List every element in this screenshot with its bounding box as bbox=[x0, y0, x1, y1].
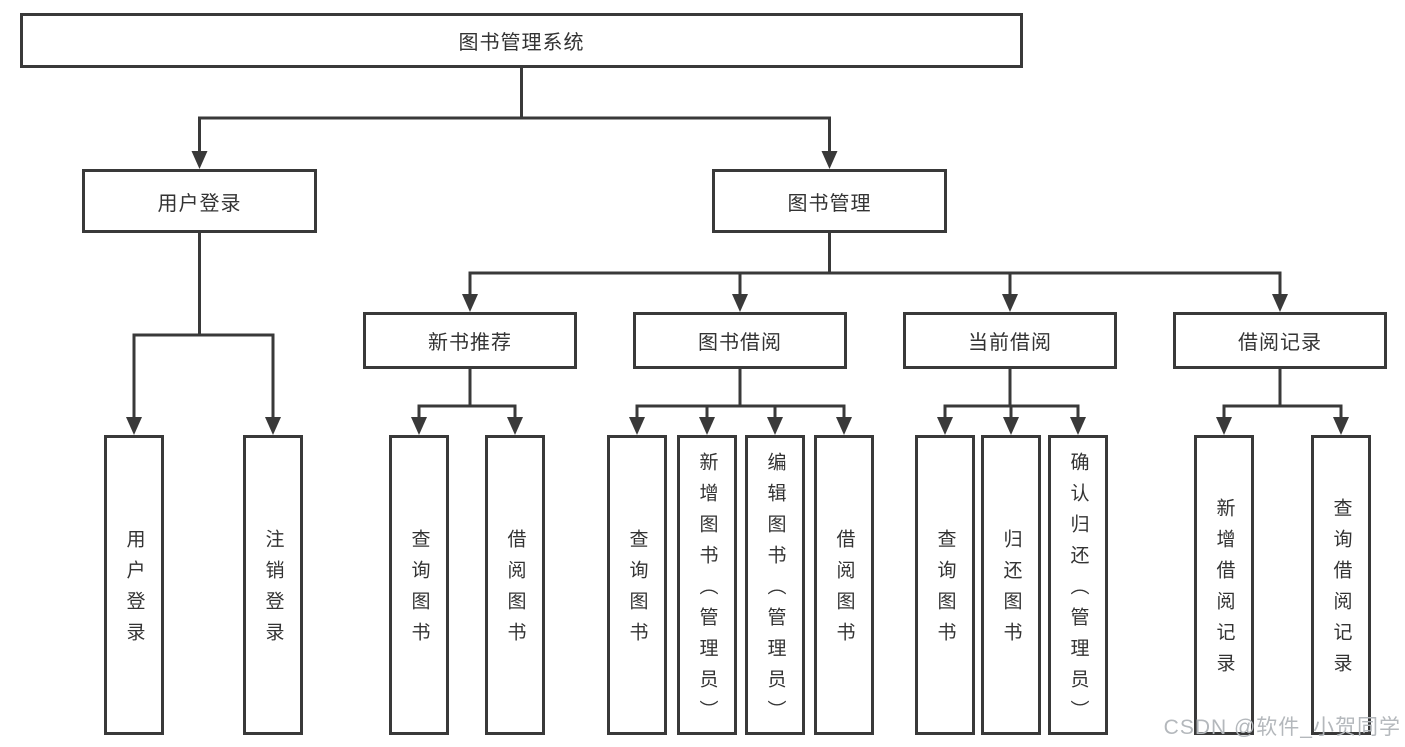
arrow-down-icon bbox=[1333, 417, 1349, 435]
arrow-down-icon bbox=[411, 417, 427, 435]
node-borrow-records: 借阅记录 bbox=[1173, 312, 1387, 369]
node-user-login: 用户登录 bbox=[82, 169, 317, 233]
leaf-borrow-borrow-books-label: 借阅图书 bbox=[833, 529, 855, 653]
leaf-user-login: 用户登录 bbox=[104, 435, 164, 735]
leaf-logout-label: 注销登录 bbox=[262, 529, 284, 653]
arrow-down-icon bbox=[191, 151, 208, 169]
arrow-down-icon bbox=[1003, 417, 1019, 435]
connector-borrow bbox=[629, 369, 852, 435]
node-root-label: 图书管理系统 bbox=[458, 32, 585, 54]
leaf-current-return-books: 归还图书 bbox=[981, 435, 1041, 735]
node-root: 图书管理系统 bbox=[20, 13, 1023, 68]
leaf-borrow-add-books-admin-label: 新增图书（管理员） bbox=[696, 451, 718, 731]
leaf-borrow-query-books-label: 查询图书 bbox=[626, 529, 648, 653]
leaf-borrow-borrow-books: 借阅图书 bbox=[814, 435, 874, 735]
leaf-current-query-books-label: 查询图书 bbox=[934, 529, 956, 653]
node-borrow-records-label: 借阅记录 bbox=[1238, 332, 1322, 354]
node-new-book-recommend-label: 新书推荐 bbox=[428, 332, 512, 354]
arrow-down-icon bbox=[732, 294, 748, 312]
arrow-down-icon bbox=[836, 417, 852, 435]
arrow-down-icon bbox=[937, 417, 953, 435]
node-book-management-label: 图书管理 bbox=[787, 192, 872, 215]
arrow-down-icon bbox=[821, 151, 838, 169]
leaf-recommend-borrow-books: 借阅图书 bbox=[485, 435, 545, 735]
leaf-records-add-record-label: 新增借阅记录 bbox=[1213, 498, 1235, 684]
leaf-current-query-books: 查询图书 bbox=[915, 435, 975, 735]
connector-current bbox=[937, 369, 1086, 435]
connector-management bbox=[462, 233, 1288, 312]
node-current-borrow: 当前借阅 bbox=[903, 312, 1117, 369]
connector-records bbox=[1216, 369, 1349, 435]
node-book-management: 图书管理 bbox=[712, 169, 947, 233]
csdn-watermark: CSDN @软件_小贺同学 bbox=[1163, 716, 1401, 739]
leaf-records-add-record: 新增借阅记录 bbox=[1194, 435, 1254, 735]
leaf-borrow-query-books: 查询图书 bbox=[607, 435, 667, 735]
leaf-records-query-record-label: 查询借阅记录 bbox=[1330, 498, 1352, 684]
node-new-book-recommend: 新书推荐 bbox=[363, 312, 577, 369]
leaf-logout: 注销登录 bbox=[243, 435, 303, 735]
leaf-current-confirm-return-admin: 确认归还（管理员） bbox=[1048, 435, 1108, 735]
arrow-down-icon bbox=[629, 417, 645, 435]
leaf-user-login-label: 用户登录 bbox=[123, 529, 145, 653]
leaf-records-query-record: 查询借阅记录 bbox=[1311, 435, 1371, 735]
arrow-down-icon bbox=[699, 417, 715, 435]
arrow-down-icon bbox=[767, 417, 783, 435]
leaf-borrow-edit-books-admin-label: 编辑图书（管理员） bbox=[764, 451, 786, 731]
connector-root bbox=[191, 68, 838, 169]
leaf-recommend-query-books: 查询图书 bbox=[389, 435, 449, 735]
connector-login bbox=[126, 233, 281, 435]
leaf-current-confirm-return-admin-label: 确认归还（管理员） bbox=[1067, 451, 1089, 731]
arrow-down-icon bbox=[1272, 294, 1288, 312]
connector-recommend bbox=[411, 369, 523, 435]
arrow-down-icon bbox=[126, 417, 142, 435]
leaf-recommend-borrow-books-label: 借阅图书 bbox=[504, 529, 526, 653]
leaf-recommend-query-books-label: 查询图书 bbox=[408, 529, 430, 653]
arrow-down-icon bbox=[1002, 294, 1018, 312]
arrow-down-icon bbox=[1070, 417, 1086, 435]
node-current-borrow-label: 当前借阅 bbox=[968, 332, 1052, 354]
leaf-borrow-edit-books-admin: 编辑图书（管理员） bbox=[745, 435, 805, 735]
arrow-down-icon bbox=[462, 294, 478, 312]
node-book-borrow-label: 图书借阅 bbox=[698, 332, 782, 354]
leaf-current-return-books-label: 归还图书 bbox=[1000, 529, 1022, 653]
node-book-borrow: 图书借阅 bbox=[633, 312, 847, 369]
arrow-down-icon bbox=[1216, 417, 1232, 435]
leaf-borrow-add-books-admin: 新增图书（管理员） bbox=[677, 435, 737, 735]
arrow-down-icon bbox=[507, 417, 523, 435]
node-user-login-label: 用户登录 bbox=[157, 192, 242, 215]
arrow-down-icon bbox=[265, 417, 281, 435]
